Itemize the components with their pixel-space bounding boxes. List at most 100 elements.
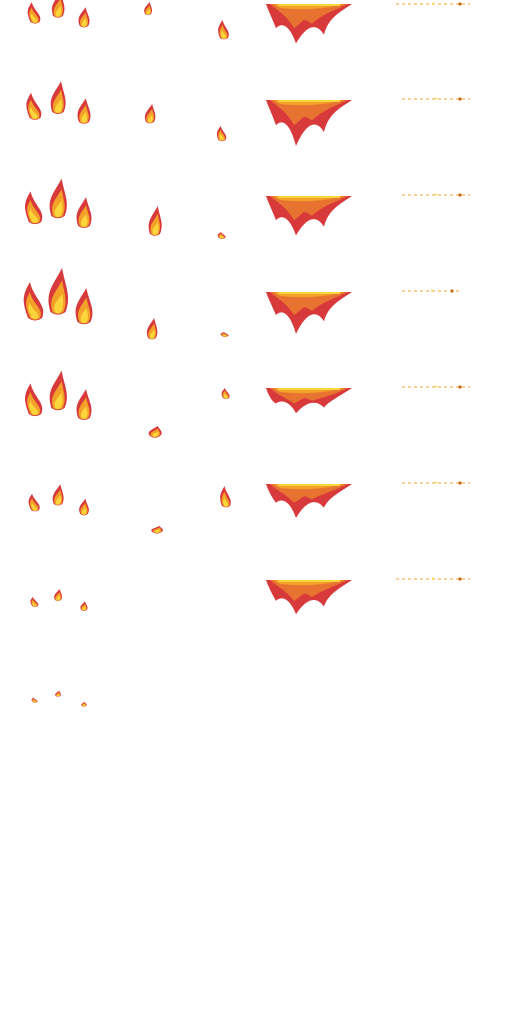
single-flame-b-frame bbox=[216, 126, 227, 142]
ember-line-frame bbox=[396, 2, 470, 6]
curtain-mid bbox=[270, 100, 348, 126]
triple-flame-frame bbox=[30, 589, 88, 611]
flame-layer-2 bbox=[29, 107, 38, 119]
ember-line-frame bbox=[402, 97, 470, 101]
flame-left bbox=[27, 2, 41, 24]
flame-layer-2 bbox=[219, 134, 224, 141]
flame-right bbox=[76, 197, 92, 229]
flame-layer-2 bbox=[221, 30, 226, 39]
column-fire-curtain bbox=[266, 4, 352, 615]
flame-layer-2 bbox=[80, 307, 88, 323]
flame-layer-2 bbox=[32, 602, 37, 607]
ember-line-frame bbox=[396, 577, 470, 581]
column-triple-flames bbox=[23, 0, 93, 707]
fire-curtain-frame bbox=[266, 100, 352, 146]
curtain-core bbox=[278, 292, 340, 294]
curtain-mid bbox=[270, 4, 348, 29]
triple-flame-frame bbox=[27, 0, 90, 28]
flame-layer-2 bbox=[54, 293, 64, 314]
flame-layer-1 bbox=[28, 99, 40, 120]
flame-left bbox=[31, 697, 38, 703]
ember-spark bbox=[432, 577, 434, 580]
single-flame-a-frame bbox=[144, 2, 153, 16]
flame-layer-2 bbox=[55, 99, 62, 113]
flame-right bbox=[79, 498, 89, 516]
single-flame-a-frame bbox=[148, 426, 162, 438]
flame-right bbox=[81, 701, 87, 707]
flame-center bbox=[54, 589, 63, 602]
flame-layer-2 bbox=[82, 507, 87, 515]
ember-spark bbox=[458, 577, 462, 581]
ember-spark bbox=[435, 385, 437, 388]
curtain-core bbox=[278, 100, 340, 102]
single-flame-b-frame bbox=[220, 332, 229, 338]
flame-layer-2 bbox=[29, 401, 38, 415]
curtain-mid bbox=[270, 292, 348, 316]
flame-layer-2 bbox=[81, 405, 88, 419]
ember-spark bbox=[431, 289, 433, 292]
triple-flame-frame bbox=[31, 690, 87, 707]
flame-center bbox=[48, 268, 69, 315]
single-flame-b-frame bbox=[217, 232, 226, 240]
single-flame-a-frame bbox=[151, 526, 164, 534]
flame-layer-2 bbox=[29, 209, 38, 223]
ember-spark bbox=[435, 481, 437, 484]
ember-spark bbox=[450, 289, 454, 293]
flame-layer-2 bbox=[30, 13, 38, 23]
fire-curtain-frame bbox=[266, 580, 352, 615]
flame-left bbox=[26, 92, 42, 120]
flame-right bbox=[78, 7, 90, 28]
flame-layer-2 bbox=[219, 235, 224, 239]
curtain-mid bbox=[270, 196, 348, 221]
ember-spark bbox=[458, 481, 462, 485]
fire-curtain-frame bbox=[266, 4, 352, 44]
single-flame-a-frame bbox=[148, 206, 162, 236]
curtain-core bbox=[278, 580, 340, 582]
flame-layer-2 bbox=[28, 302, 39, 320]
flame-left bbox=[23, 282, 44, 321]
fire-curtain-frame bbox=[266, 388, 352, 414]
ember-spark bbox=[435, 97, 437, 100]
flame-layer-2 bbox=[222, 334, 227, 337]
single-flame-b-frame bbox=[220, 486, 231, 508]
triple-flame-frame bbox=[25, 178, 92, 229]
flame-layer-2 bbox=[154, 529, 161, 533]
flame-center bbox=[51, 0, 65, 18]
flame-center bbox=[55, 690, 61, 697]
curtain-mid bbox=[270, 580, 348, 601]
flame-center bbox=[52, 484, 64, 506]
flame-layer-2 bbox=[152, 222, 159, 235]
ember-line-frame bbox=[402, 289, 462, 293]
flame-layer-2 bbox=[32, 700, 37, 703]
single-flame-b-frame bbox=[221, 388, 230, 400]
flame-layer-2 bbox=[54, 200, 63, 217]
ember-spark bbox=[458, 193, 462, 197]
flame-layer-2 bbox=[31, 503, 37, 511]
single-flame-a-frame bbox=[144, 104, 156, 124]
flame-layer-2 bbox=[55, 5, 62, 17]
flame-left bbox=[30, 597, 39, 608]
flame-layer-2 bbox=[56, 693, 60, 697]
curtain-core bbox=[278, 484, 340, 486]
triple-flame-frame bbox=[23, 268, 93, 325]
ember-line-frame bbox=[402, 481, 470, 485]
flame-right bbox=[76, 389, 92, 421]
flame-layer-2 bbox=[82, 704, 86, 707]
column-single-flame-b bbox=[216, 20, 231, 508]
curtain-core bbox=[278, 4, 340, 6]
triple-flame-frame bbox=[26, 81, 91, 124]
flame-layer-2 bbox=[147, 114, 153, 123]
ember-line-frame bbox=[402, 193, 470, 197]
flame-center bbox=[50, 81, 66, 114]
triple-flame-frame bbox=[28, 484, 89, 516]
flame-center bbox=[49, 178, 67, 219]
fire-curtain-frame bbox=[266, 292, 352, 334]
flame-layer-1 bbox=[26, 292, 41, 320]
ember-spark bbox=[435, 193, 437, 196]
fire-curtain-frame bbox=[266, 196, 352, 236]
column-single-flame-a bbox=[144, 2, 164, 534]
flame-layer-2 bbox=[146, 8, 151, 15]
flame-layer-2 bbox=[149, 329, 155, 339]
ember-line-frame bbox=[402, 385, 470, 389]
